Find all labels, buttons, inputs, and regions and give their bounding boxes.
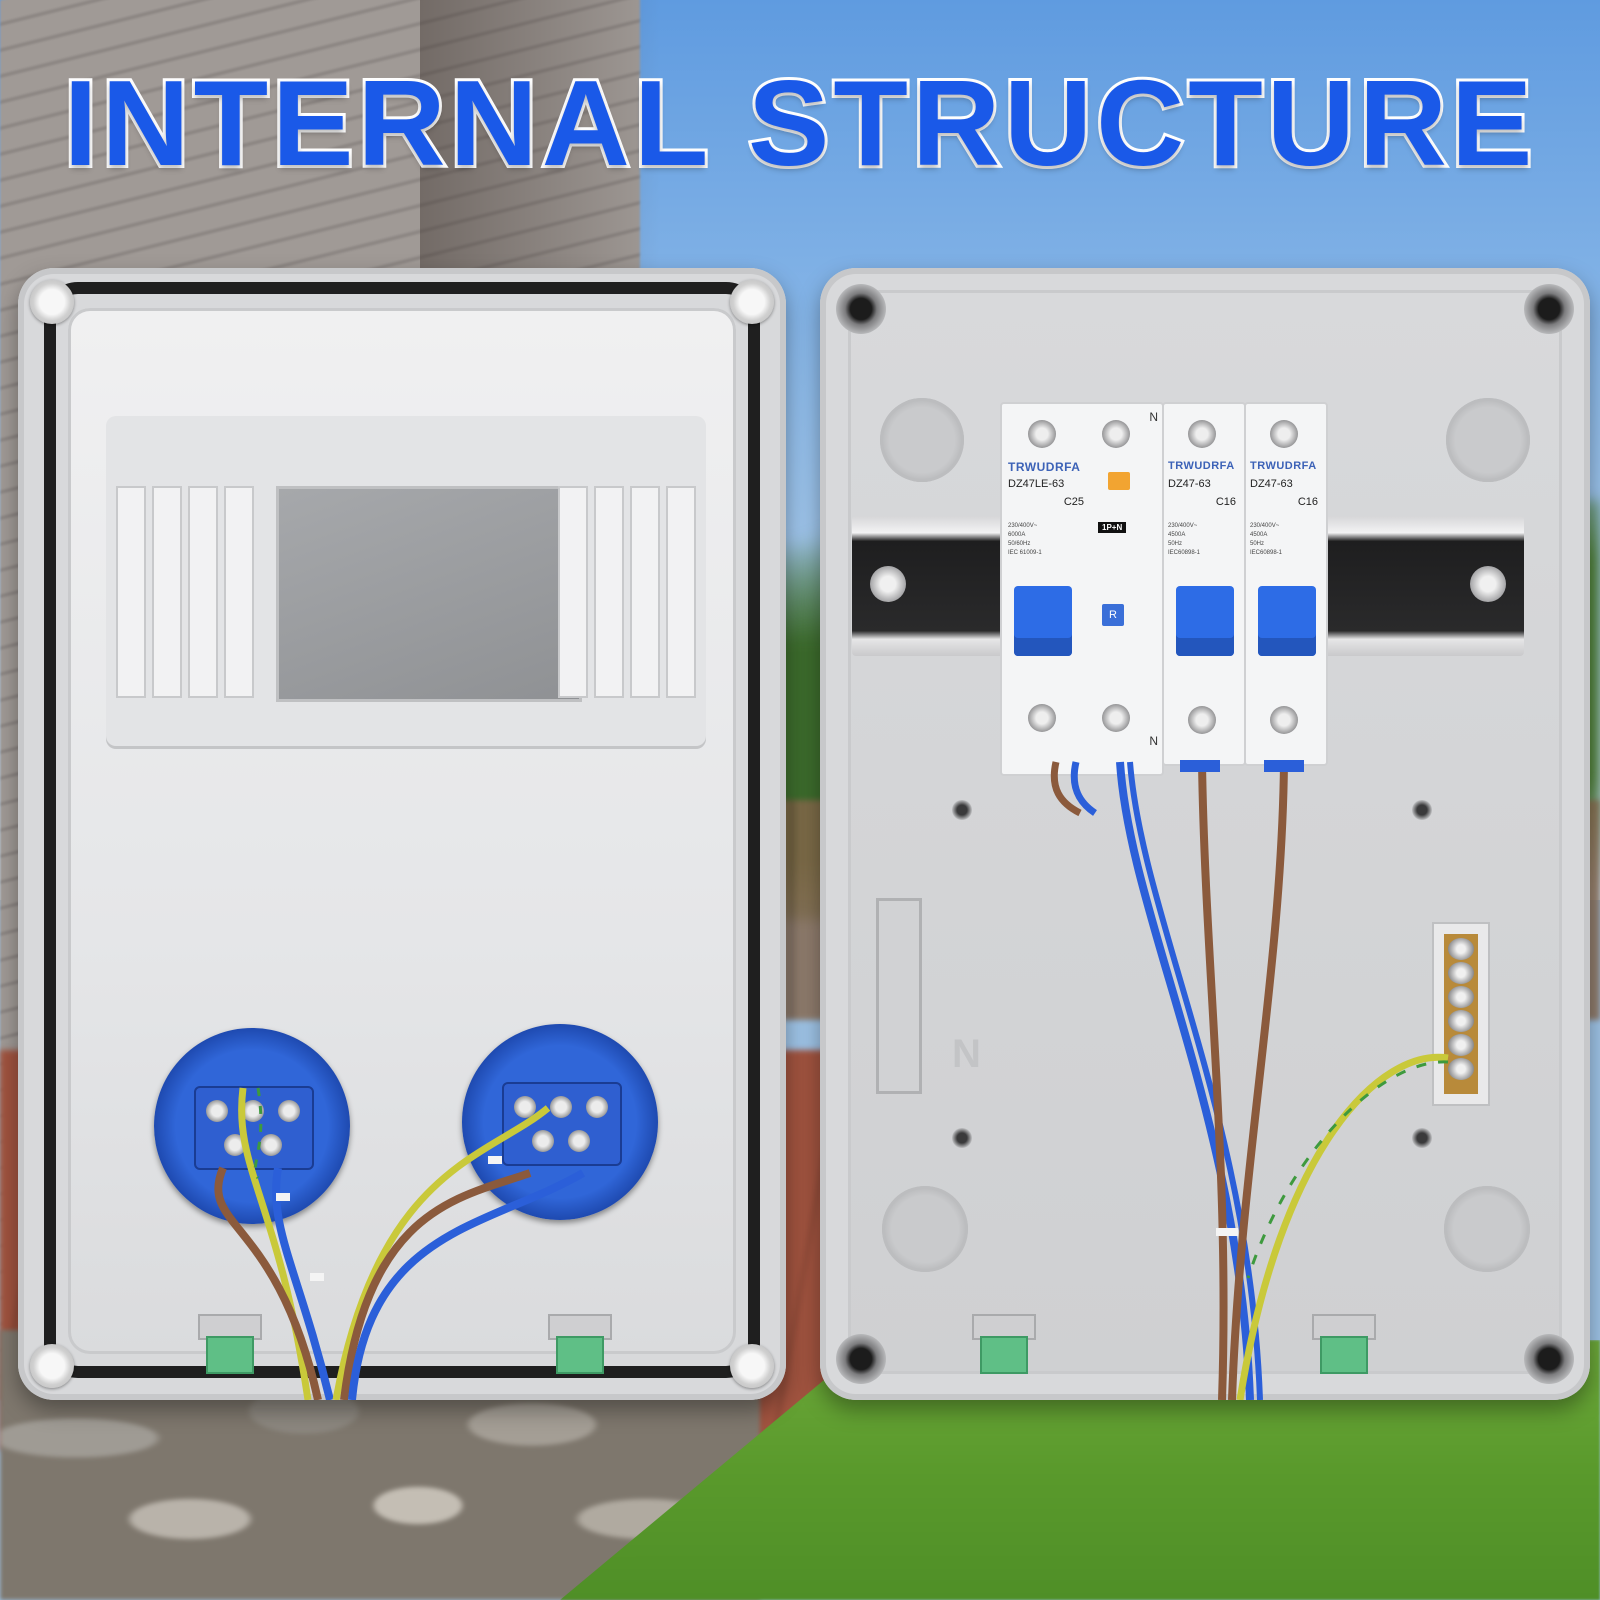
breaker-screw <box>1188 420 1216 448</box>
page-title: INTERNAL STRUCTURE <box>61 55 1537 191</box>
breaker-screw <box>1102 420 1130 448</box>
busbar-screw <box>1448 938 1474 960</box>
breaker-model: DZ47LE-63 <box>1008 478 1065 490</box>
breaker-screw <box>1270 706 1298 734</box>
busbar-screw <box>1448 986 1474 1008</box>
breaker-screw <box>1188 706 1216 734</box>
right-enclosure: TRWUDRFA DZ47LE-63 C25 1P+N 230/400V~ 60… <box>820 268 1590 1400</box>
terminal-screw <box>260 1134 282 1156</box>
breaker-screw <box>1028 420 1056 448</box>
corner-screw <box>730 280 774 324</box>
knockout-strip <box>152 486 182 698</box>
breaker-brand: TRWUDRFA <box>1168 460 1235 472</box>
breaker-rating: C25 <box>1063 496 1084 508</box>
breaker-spec: 230/400V~ 6000A 50/60Hz IEC 61009-1 <box>1008 523 1042 556</box>
mounting-post <box>1412 800 1432 820</box>
knockout <box>882 1186 968 1272</box>
clamp-green-insert <box>1320 1336 1368 1374</box>
earth-busbar <box>1432 922 1490 1106</box>
breaker-rating: C16 <box>1297 496 1318 508</box>
breaker-spec: 230/400V~ 4500A 50Hz IEC60898-1 <box>1250 523 1283 556</box>
breaker-screw <box>1028 704 1056 732</box>
rail-screw <box>870 566 906 602</box>
breaker-model: DZ47-63 <box>1250 478 1293 490</box>
rcbo-breaker: TRWUDRFA DZ47LE-63 C25 1P+N 230/400V~ 60… <box>1000 402 1164 776</box>
knockout-strip <box>188 486 218 698</box>
breaker-model: DZ47-63 <box>1168 478 1211 490</box>
terminal-screw <box>586 1096 608 1118</box>
terminal-screw <box>242 1100 264 1122</box>
corner-hole <box>836 1334 886 1384</box>
knockout <box>1444 1186 1530 1272</box>
mcb-breaker-1: TRWUDRFA DZ47-63 C16 230/400V~ 4500A 50H… <box>1162 402 1246 766</box>
neutral-mark-bottom: N <box>1149 734 1158 748</box>
clamp-green-insert <box>980 1336 1028 1374</box>
terminal-screw <box>514 1096 536 1118</box>
corner-screw <box>30 1344 74 1388</box>
corner-screw <box>730 1344 774 1388</box>
breaker-spec: 230/400V~ 4500A 50Hz IEC60898-1 <box>1168 523 1201 556</box>
terminal-screw <box>206 1100 228 1122</box>
knockout <box>880 398 964 482</box>
panel-window <box>276 486 582 702</box>
cable-clamp <box>198 1314 262 1374</box>
busbar-screw <box>1448 1058 1474 1080</box>
knockout-strip <box>594 486 624 698</box>
breaker-brand: TRWUDRFA <box>1008 460 1081 474</box>
busbar-screw <box>1448 962 1474 984</box>
corner-screw <box>30 280 74 324</box>
breaker-rating: C16 <box>1215 496 1236 508</box>
terminal-block <box>194 1086 314 1170</box>
left-enclosure <box>18 268 786 1400</box>
busbar-screw <box>1448 1034 1474 1056</box>
terminal-screw <box>278 1100 300 1122</box>
breaker-screw <box>1270 420 1298 448</box>
corner-hole <box>1524 284 1574 334</box>
neutral-label: N <box>952 1032 981 1076</box>
breaker-toggle[interactable] <box>1176 586 1234 656</box>
neutral-bracket <box>876 898 922 1094</box>
socket-left <box>154 1028 350 1224</box>
knockout-strips-right <box>558 486 696 698</box>
breaker-panel-cover <box>106 416 706 746</box>
clamp-green-insert <box>556 1336 604 1374</box>
test-button[interactable]: R <box>1102 604 1124 626</box>
terminal-block <box>502 1082 622 1166</box>
trip-indicator <box>1108 472 1130 490</box>
mcb-breaker-2: TRWUDRFA DZ47-63 C16 230/400V~ 4500A 50H… <box>1244 402 1328 766</box>
cable-clamp <box>972 1314 1036 1374</box>
breaker-brand: TRWUDRFA <box>1250 460 1317 472</box>
terminal-screw <box>224 1134 246 1156</box>
breaker-screw <box>1102 704 1130 732</box>
mounting-post <box>952 800 972 820</box>
cable-clamp <box>548 1314 612 1374</box>
knockout-strips-left <box>116 486 254 698</box>
terminal-screw <box>532 1130 554 1152</box>
knockout-strip <box>558 486 588 698</box>
terminal-screw <box>550 1096 572 1118</box>
terminal-screw <box>568 1130 590 1152</box>
knockout <box>1446 398 1530 482</box>
knockout-strip <box>116 486 146 698</box>
pole-tag: 1P+N <box>1098 522 1127 533</box>
corner-hole <box>836 284 886 334</box>
cable-clamp <box>1312 1314 1376 1374</box>
rail-screw <box>1470 566 1506 602</box>
socket-right <box>462 1024 658 1220</box>
mounting-post <box>952 1128 972 1148</box>
neutral-mark-top: N <box>1149 410 1158 424</box>
breaker-toggle[interactable] <box>1258 586 1316 656</box>
knockout-strip <box>630 486 660 698</box>
clamp-green-insert <box>206 1336 254 1374</box>
corner-hole <box>1524 1334 1574 1384</box>
knockout-strip <box>666 486 696 698</box>
knockout-strip <box>224 486 254 698</box>
mounting-post <box>1412 1128 1432 1148</box>
breaker-toggle[interactable] <box>1014 586 1072 656</box>
busbar-screw <box>1448 1010 1474 1032</box>
